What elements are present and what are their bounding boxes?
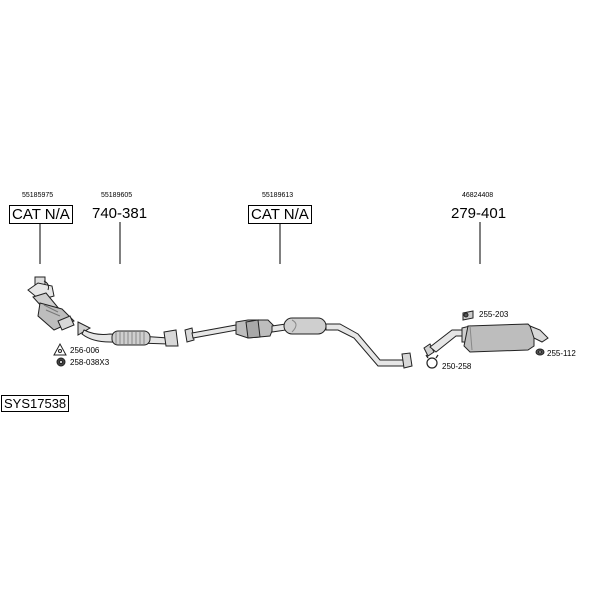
part-number-4[interactable]: 279-401 <box>451 205 507 222</box>
nut-icon <box>56 357 66 367</box>
accessory-code-4[interactable]: 250-258 <box>442 362 472 371</box>
bracket-triangle-icon <box>53 342 67 356</box>
system-id-label: SYS17538 <box>1 395 70 412</box>
part-ref-2: 55189605 <box>101 192 133 199</box>
accessory-code-5[interactable]: 255-112 <box>547 349 576 358</box>
clamp-ring-icon <box>425 354 439 369</box>
rubber-ring-icon <box>535 348 545 356</box>
part-number-1[interactable]: CAT N/A <box>9 205 73 224</box>
front-pipe-part <box>77 321 179 347</box>
part-number-3[interactable]: CAT N/A <box>248 205 312 224</box>
part-ref-3: 55189613 <box>262 192 294 199</box>
middle-pipe-part <box>184 317 413 369</box>
part-ref-4: 46824408 <box>462 192 494 199</box>
part-ref-1: 55185975 <box>22 192 54 199</box>
accessory-code-3[interactable]: 255-203 <box>479 310 509 319</box>
rubber-mount-icon <box>462 310 474 321</box>
rear-silencer-part <box>423 323 549 357</box>
front-catalyst-part <box>27 276 75 331</box>
part-number-2[interactable]: 740-381 <box>92 205 148 222</box>
accessory-code-2[interactable]: 258-038X3 <box>70 358 110 367</box>
accessory-code-1[interactable]: 256-006 <box>70 346 100 355</box>
